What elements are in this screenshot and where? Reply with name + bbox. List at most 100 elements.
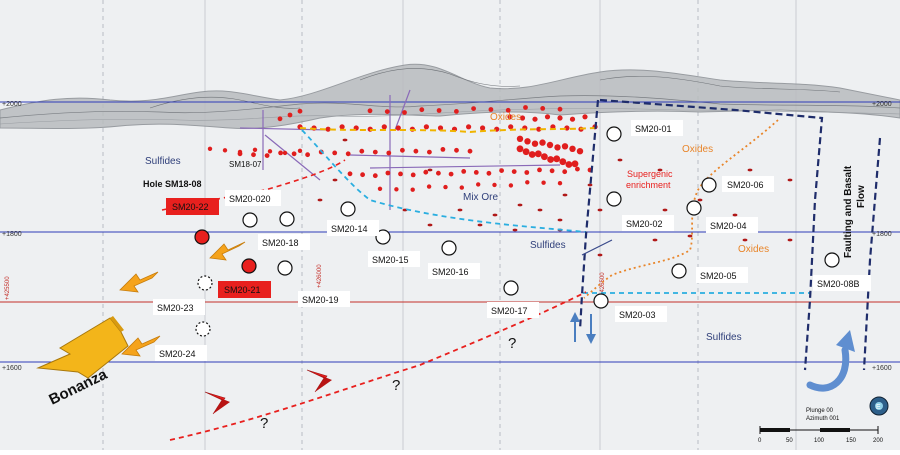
hole-marker [606, 191, 622, 207]
assay-dot [657, 168, 663, 172]
assay-dot [466, 124, 472, 130]
assay-dot [305, 152, 310, 158]
assay-dot [652, 238, 658, 242]
assay-dot [508, 124, 514, 130]
zone-label-supergenic: Supergenic [627, 169, 673, 179]
hole-label-box [327, 220, 379, 236]
hole-marker [686, 200, 702, 216]
hole-label-box [813, 275, 871, 291]
assay-dot [532, 116, 538, 122]
elevation-label: +1800 [872, 231, 892, 238]
assay-dot [359, 148, 365, 154]
hole-label: SM20-04 [710, 221, 747, 231]
assay-dot [562, 169, 568, 175]
zone-label-oxides: Oxides [738, 244, 769, 255]
svg-text:E: E [876, 404, 881, 411]
assay-dot [467, 148, 473, 154]
hole-label-box [258, 234, 310, 250]
assay-dot [278, 150, 283, 156]
assay-dot [477, 223, 483, 227]
orientation-icon: E [869, 396, 889, 416]
assay-dot [536, 126, 542, 132]
assay-dot [524, 138, 531, 145]
hole-label: SM20-03 [619, 310, 656, 320]
assay-dot [287, 112, 293, 118]
assay-dot [582, 114, 588, 120]
assay-dot [732, 213, 738, 217]
hole-label-box [428, 263, 480, 279]
assay-dot [662, 208, 668, 212]
hole-label-box-highlight [166, 198, 219, 215]
hole-label-box [615, 306, 667, 322]
assay-dot [347, 171, 353, 177]
assay-dot [291, 151, 297, 157]
hole-label: SM18-07 [229, 160, 262, 169]
assay-dot [561, 143, 569, 150]
assay-dot [587, 183, 593, 187]
hole-labels: SM20-01 SM20-02 SM20-06 SM20-04 SM20-05 … [143, 120, 871, 361]
assay-dot [519, 115, 526, 121]
assay-dot [372, 149, 378, 155]
elevation-label: +1600 [872, 365, 892, 372]
uncertainty-mark: ? [508, 335, 516, 352]
assay-dot [427, 168, 433, 172]
elevation-label: +1600 [2, 365, 22, 372]
assay-dot [787, 178, 793, 182]
structure-line-lower [169, 291, 587, 441]
assay-dot [537, 208, 543, 212]
assay-dot [486, 170, 492, 176]
zone-label-oxides: Oxides [682, 144, 713, 155]
assay-dot [471, 106, 476, 111]
assay-dot [398, 171, 403, 177]
elevation-label: +2000 [872, 101, 892, 108]
hole-marker-planned [195, 321, 211, 337]
hole-marker [375, 229, 391, 245]
assay-dot [525, 180, 530, 185]
assay-dot [436, 108, 442, 113]
northing-label: +426500 [600, 272, 606, 296]
assay-dot [559, 158, 567, 166]
assay-dot [427, 223, 433, 227]
assay-dot [377, 186, 383, 191]
assay-dot [522, 148, 530, 156]
assay-dot [423, 124, 429, 130]
assay-dot [264, 153, 270, 159]
hole-label-box [631, 120, 683, 136]
hole-label-box [225, 190, 281, 206]
hole-label: SM20-02 [626, 219, 663, 229]
assay-dot [508, 183, 514, 188]
assay-dot [443, 184, 448, 190]
assay-dot [480, 125, 486, 131]
zone-label-oxides: Oxides [490, 112, 521, 123]
assay-dot [554, 144, 561, 151]
assay-dot [454, 109, 459, 114]
assay-dot [473, 170, 479, 175]
fault-line-left [578, 99, 600, 331]
hole-label: SM20-23 [157, 303, 194, 313]
assay-dot [297, 108, 303, 114]
hole-marker [701, 177, 717, 193]
hole-label: SM20-16 [432, 267, 469, 277]
assay-dot [385, 170, 391, 176]
hole-label: SM20-14 [331, 224, 368, 234]
hole-marker-planned [197, 275, 213, 291]
assay-dot [544, 114, 551, 120]
assay-dot [457, 208, 463, 212]
hole-label: SM20-08B [817, 279, 860, 289]
assay-dot [557, 218, 563, 222]
assay-dot [410, 172, 416, 178]
assay-dot [557, 181, 563, 186]
assay-dot [524, 170, 530, 175]
assay-dot [222, 148, 228, 153]
hole-marker [242, 212, 258, 228]
assay-dot [517, 203, 523, 207]
assay-dot [553, 155, 561, 163]
northing-label: +425500 [5, 276, 11, 300]
assay-dot [423, 169, 429, 175]
scale-bar [759, 426, 879, 434]
assay-dot [282, 150, 288, 156]
assay-dot [426, 184, 432, 189]
scale-tick: 200 [873, 438, 884, 444]
hole-label-box [487, 302, 539, 318]
